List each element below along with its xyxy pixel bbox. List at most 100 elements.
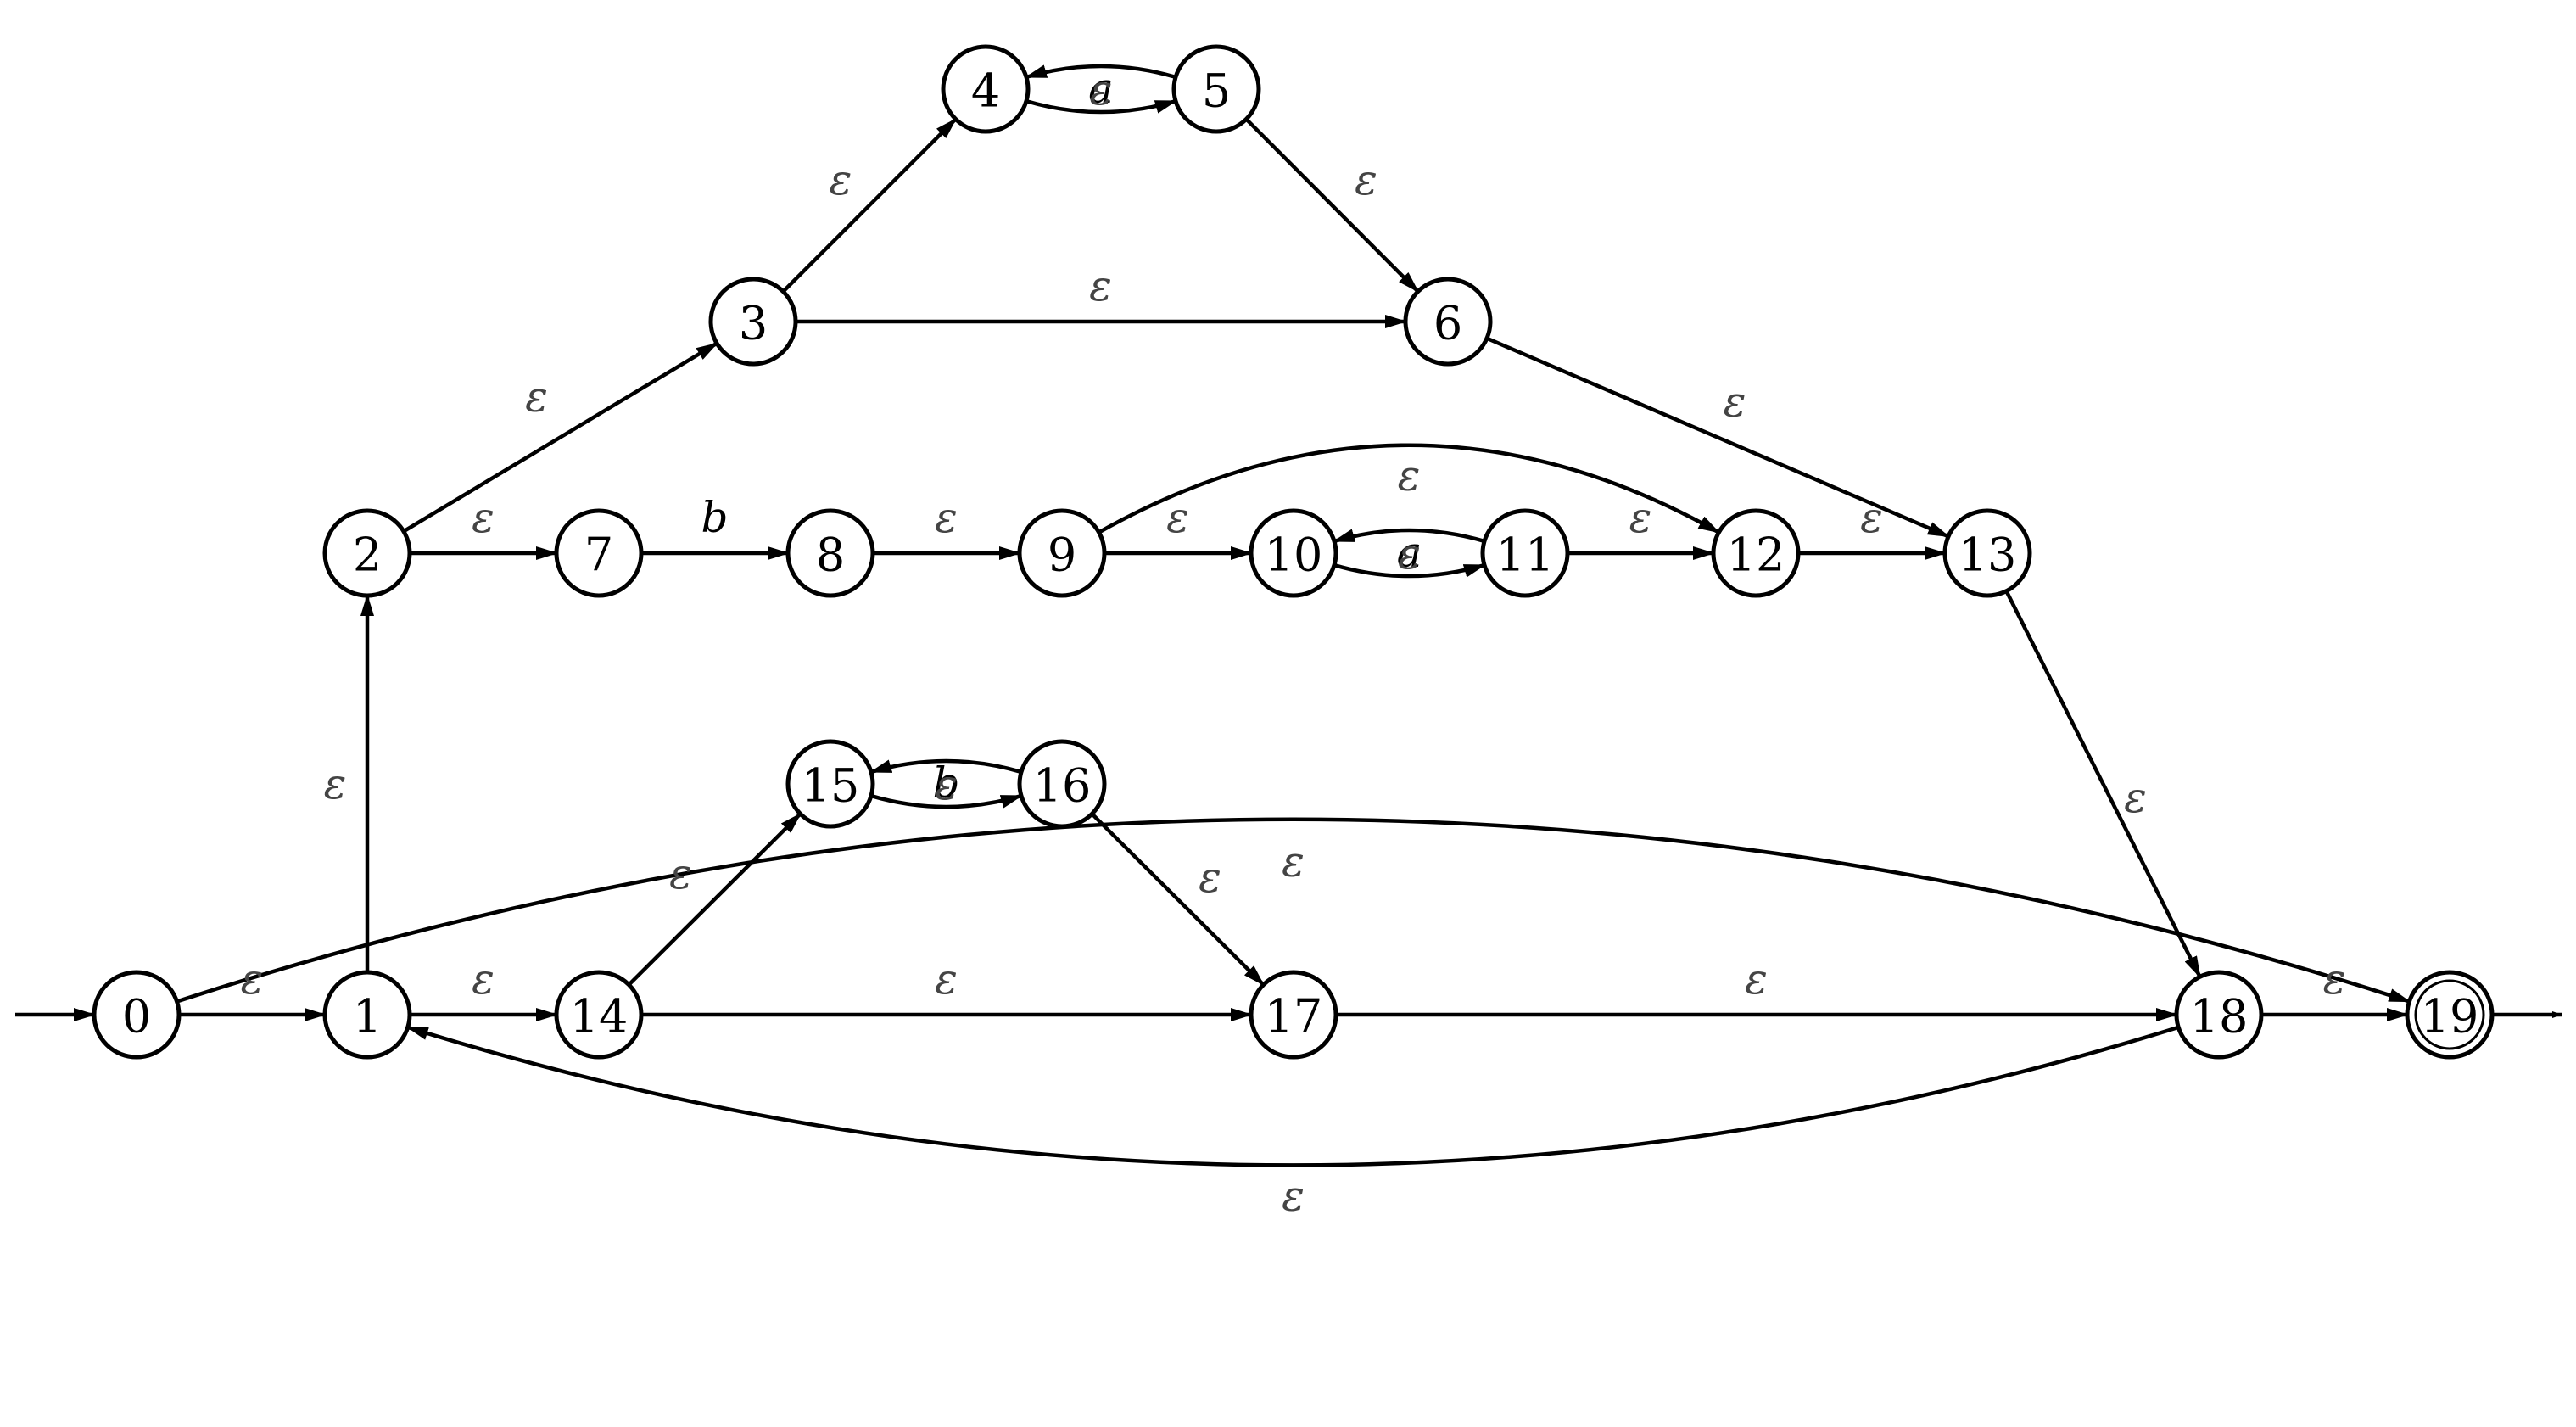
state-label: 18: [2190, 990, 2249, 1044]
state-18: 18: [2174, 970, 2264, 1060]
state-label: 10: [1265, 529, 1323, 582]
edge-10-11: [1333, 562, 1486, 579]
edge-label-0-1: ε: [241, 954, 264, 1004]
edge-label-7-8: b: [701, 493, 728, 542]
state-label: 6: [1433, 297, 1462, 350]
state-circle: [2405, 970, 2495, 1060]
state-circle: [708, 277, 798, 367]
edge-label-3-6: ε: [1089, 261, 1112, 311]
edge-label-16-17: ε: [1199, 853, 1221, 902]
state-16: 16: [1017, 739, 1107, 829]
edge-14-15: [627, 812, 802, 987]
edge-label-5-6: ε: [1355, 155, 1377, 204]
state-0: 0: [92, 970, 182, 1060]
state-label: 11: [1496, 529, 1555, 582]
edge-4-5: [1025, 98, 1177, 115]
state-7: 7: [554, 508, 644, 598]
edge-5-4: [1025, 64, 1176, 80]
edge-13-18: [2004, 590, 2202, 979]
state-9: 9: [1017, 508, 1107, 598]
edge-label-5-4: ε: [1090, 65, 1113, 115]
edge-label-9-12: ε: [1398, 451, 1421, 501]
edge-label-8-9: ε: [935, 493, 958, 542]
edge-16-15: [869, 758, 1022, 775]
edge-3-4: [781, 117, 958, 294]
state-label: 1: [353, 990, 382, 1044]
state-label: 12: [1727, 529, 1785, 582]
state-circle: [1403, 277, 1493, 367]
state-14: 14: [554, 970, 644, 1060]
edge-label-2-3: ε: [525, 372, 548, 422]
state-circle: [785, 739, 875, 829]
state-17: 17: [1249, 970, 1338, 1060]
edge-label-14-17: ε: [935, 954, 958, 1004]
state-circle: [1017, 508, 1107, 598]
state-label: 5: [1202, 64, 1231, 118]
state-circle: [322, 508, 412, 598]
edge-9-12: [1098, 443, 1721, 534]
edge-label-9-10: ε: [1166, 493, 1189, 542]
state-circle: [1480, 508, 1570, 598]
state-label: 8: [816, 529, 845, 582]
state-label: 19: [2421, 990, 2479, 1044]
edge-label-18-19: ε: [2323, 954, 2346, 1004]
edge-0-19: [176, 817, 2411, 1004]
state-6: 6: [1403, 277, 1493, 367]
edge-label-18-1: ε: [1282, 1171, 1305, 1220]
edge-18-1: [405, 1025, 2179, 1167]
edge-16-17: [1090, 812, 1266, 987]
edge-label-12-13: ε: [1860, 493, 1883, 542]
state-circle: [554, 970, 644, 1060]
edge-5-6: [1244, 117, 1420, 294]
state-label: 0: [122, 990, 151, 1044]
state-circle: [1171, 44, 1261, 134]
state-label: 13: [1959, 529, 2017, 582]
state-label: 7: [584, 529, 613, 582]
edge-11-10: [1333, 528, 1485, 544]
state-circle: [1942, 508, 2032, 598]
state-8: 8: [785, 508, 875, 598]
edge-label-4-5: a: [1088, 64, 1114, 113]
state-circle: [554, 508, 644, 598]
state-label: 2: [353, 529, 382, 582]
edge-6-13: [1486, 336, 1950, 539]
state-label: 17: [1265, 990, 1323, 1044]
state-3: 3: [708, 277, 798, 367]
state-circle: [941, 44, 1031, 134]
accept-inner-circle: [2414, 979, 2485, 1050]
state-label: 16: [1033, 759, 1092, 813]
state-label: 3: [739, 297, 768, 350]
state-1: 1: [322, 970, 412, 1060]
edge-label-16-15: ε: [935, 760, 958, 809]
state-12: 12: [1711, 508, 1801, 598]
state-4: 4: [941, 44, 1031, 134]
state-circle: [1249, 508, 1338, 598]
state-label: 9: [1048, 529, 1076, 582]
state-circle: [1249, 970, 1338, 1060]
edge-label-10-11: a: [1397, 528, 1422, 577]
state-circle: [1711, 508, 1801, 598]
edge-15-16: [870, 793, 1023, 809]
state-circle: [322, 970, 412, 1060]
edge-label-13-18: ε: [2124, 773, 2147, 822]
state-5: 5: [1171, 44, 1261, 134]
edge-label-17-18: ε: [1745, 954, 1768, 1004]
edge-2-3: [402, 341, 718, 534]
edge-label-0-19: ε: [1282, 837, 1305, 887]
state-circle: [785, 508, 875, 598]
state-2: 2: [322, 508, 412, 598]
state-circle: [92, 970, 182, 1060]
edge-label-2-7: ε: [472, 493, 495, 542]
state-label: 14: [570, 990, 629, 1044]
state-circle: [1017, 739, 1107, 829]
state-label: 15: [802, 759, 860, 813]
state-13: 13: [1942, 508, 2032, 598]
state-19: 19: [2405, 970, 2495, 1060]
state-11: 11: [1480, 508, 1570, 598]
edge-label-1-14: ε: [472, 954, 495, 1004]
state-circle: [2174, 970, 2264, 1060]
edge-label-6-13: ε: [1724, 378, 1746, 427]
state-15: 15: [785, 739, 875, 829]
state-10: 10: [1249, 508, 1338, 598]
